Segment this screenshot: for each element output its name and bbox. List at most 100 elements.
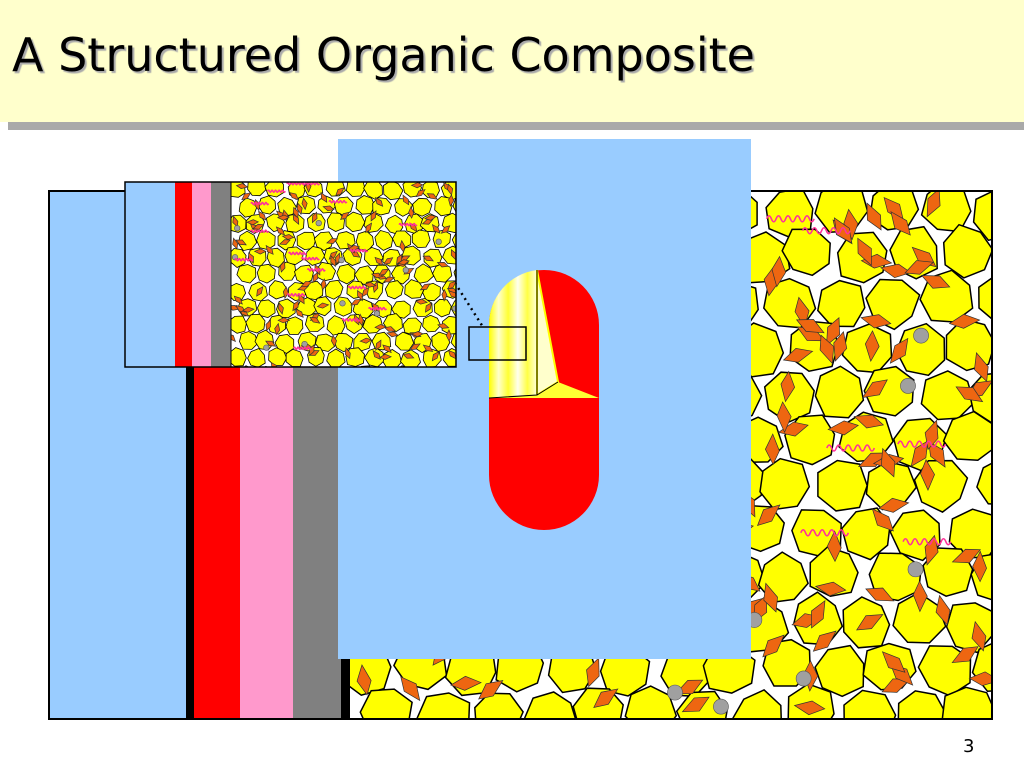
particle-icon [474,692,524,719]
particle-icon [236,264,257,284]
fiber-icon [374,323,388,330]
fiber-icon [308,343,315,356]
fiber-icon [356,664,372,696]
slide-title: A Structured Organic Composite [12,28,755,82]
fiber-icon [478,680,504,700]
fiber-icon [382,344,392,354]
fiber-icon [330,334,337,348]
linker-icon [341,318,361,322]
fiber-icon [889,337,909,364]
fiber-icon [265,340,277,347]
particle-icon [239,331,259,350]
fiber-icon [422,344,434,352]
fiber-icon [793,700,826,716]
particle-icon [326,348,346,367]
fiber-icon [780,370,796,403]
fiber-icon [425,301,433,313]
fiber-icon [270,361,278,367]
particle-icon [450,333,456,350]
linker-icon [300,256,320,261]
fiber-icon [410,182,424,189]
fiber-icon [593,688,619,708]
fiber-icon [450,675,482,691]
fiber-icon [812,630,837,652]
fiber-icon [311,211,318,224]
linker-icon [250,229,270,234]
fiber-icon [295,308,304,318]
particle-icon [431,331,451,352]
fiber-icon [826,530,842,563]
fiber-icon [586,657,600,688]
fiber-icon [402,353,415,359]
fiber-icon [972,550,987,583]
fiber-icon [431,351,440,362]
fiber-icon [827,420,860,436]
fiber-icon [408,206,415,219]
fiber-icon [856,614,884,631]
fiber-icon [431,223,441,234]
fiber-icon [819,334,835,365]
fiber-icon [279,260,286,273]
title-bar: A Structured Organic Composite [0,0,1024,122]
fiber-icon [375,339,382,351]
particle-icon [383,182,404,201]
fiber-icon [402,194,410,206]
particle-icon [256,263,276,284]
page-number: 3 [963,736,975,757]
particle-icon [247,348,266,367]
linker-icon [234,257,254,262]
fiber-icon [253,248,267,255]
fiber-icon [363,281,377,288]
particle-icon [892,591,947,644]
linker-icon [801,226,851,235]
fiber-icon [274,322,281,336]
fiber-icon [424,214,437,221]
fiber-icon [378,268,390,276]
fiber-icon [681,696,710,713]
particle-icon [624,685,678,719]
particle-icon [345,347,365,367]
fiber-icon [386,331,399,338]
fiber-icon [865,587,895,602]
fiber-icon [948,313,981,329]
particle-icon [412,197,433,217]
particle-icon [572,687,625,719]
fiber-icon [335,187,345,196]
fiber-icon [971,620,987,652]
fiber-icon [436,261,449,268]
linker-icon [287,251,308,256]
particle-icon [402,317,423,336]
linker-icon [286,293,306,297]
linker-icon [398,222,418,227]
particle-icon [231,248,247,268]
fiber-icon [871,508,894,532]
fiber-icon [344,347,351,360]
fiber-icon [415,298,428,305]
fiber-icon [912,580,928,613]
particle-icon [345,182,366,197]
fiber-icon [764,433,780,466]
linker-icon [349,248,369,253]
particle-icon [335,231,356,250]
fiber-icon [256,286,264,297]
fiber-icon [415,189,426,198]
fiber-icon [776,401,792,434]
fiber-icon [447,183,454,196]
fiber-icon [440,225,451,234]
particle-icon [264,182,285,198]
particle-icon [412,297,433,317]
particle-icon [285,213,305,233]
particle-icon [816,279,866,328]
fiber-icon [322,205,335,212]
fiber-icon [857,237,872,267]
linker-icon [250,201,270,206]
particle-icon [231,315,247,334]
fiber-icon [968,671,992,687]
fiber-icon [265,319,271,332]
fiber-icon [258,210,267,221]
fiber-icon [447,280,456,290]
fiber-icon [397,259,410,266]
fiber-icon [372,350,381,360]
particle-icon [781,228,831,277]
fiber-icon [340,211,350,220]
